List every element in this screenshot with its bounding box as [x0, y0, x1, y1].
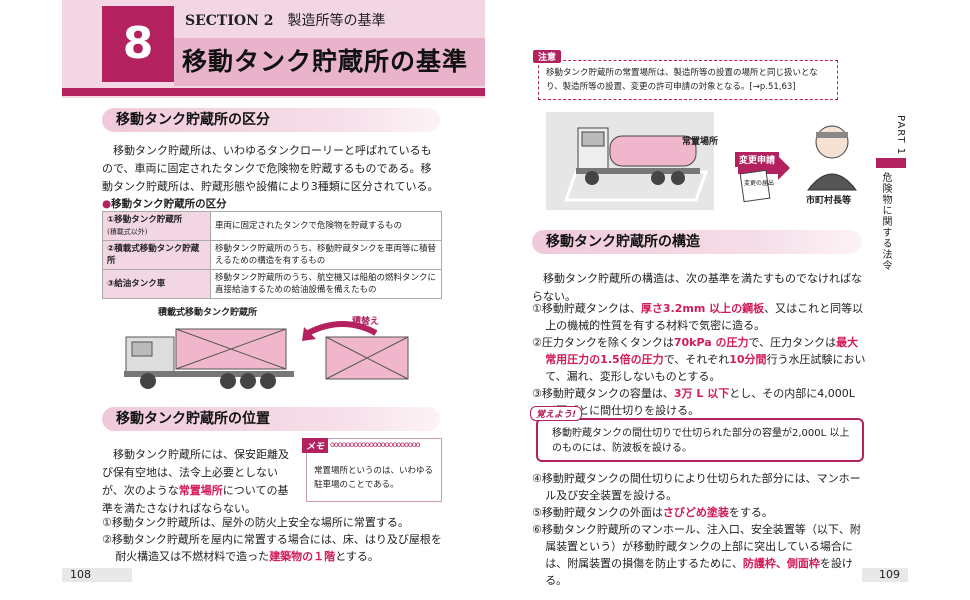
- section-code: SECTION 2: [185, 13, 274, 29]
- heading-position: 移動タンク貯蔵所の位置: [102, 407, 440, 431]
- note-text: 移動タンク貯蔵所の常置場所は、製造所等の設置の場所と同じ扱いとなり、製造所等の設…: [546, 68, 818, 92]
- table-row: ①移動タンク貯蔵所(積載式以外) 車両に固定されたタンクで危険物を貯蔵するもの: [102, 211, 442, 241]
- section-title: 製造所等の基準: [287, 13, 386, 29]
- section-label: SECTION 2 製造所等の基準: [185, 10, 386, 30]
- table-row: ②積載式移動タンク貯蔵所 移動タンク貯蔵所のうち、移動貯蔵タンクを車両等に積替え…: [102, 240, 442, 270]
- page-number-right: 109: [862, 568, 908, 582]
- paragraph-structure: 移動タンク貯蔵所の構造は、次の基準を満たすものでなければならない。: [532, 272, 862, 303]
- memo-spiral-icon: ooooooooooooooooooooooo: [330, 440, 421, 449]
- list-item: ⑤移動貯蔵タンクの外面はさびどめ塗装をする。: [532, 506, 773, 519]
- memo-box: [306, 438, 442, 502]
- list-item: ②圧力タンクを除くタンクは70kPa の圧力で、圧力タンクは最大常用圧力の1.5…: [532, 336, 866, 383]
- part-bar: [876, 158, 906, 168]
- label-parking-place: 常置場所: [682, 137, 719, 147]
- table-row: ③給油タンク車 移動タンク貯蔵所のうち、航空機又は船舶の燃料タンクに直接給油する…: [102, 269, 442, 299]
- position-list: ①移動タンク貯蔵所は、屋外の防火上安全な場所に常置する。 ②移動タンク貯蔵所を屋…: [102, 514, 446, 565]
- page-number-left: 108: [62, 568, 132, 582]
- list-item: ①移動タンク貯蔵所は、屋外の防火上安全な場所に常置する。: [102, 516, 409, 529]
- structure-list-a: ①移動貯蔵タンクは、厚さ3.2mm 以上の鋼板、又はこれと同等以上の機械的性質を…: [532, 300, 868, 419]
- table-heading: ●移動タンク貯蔵所の区分: [102, 198, 227, 210]
- note-box: [538, 60, 838, 100]
- heading-structure: 移動タンク貯蔵所の構造: [532, 230, 862, 254]
- list-item: ①移動貯蔵タンクは、厚さ3.2mm 以上の鋼板、又はこれと同等以上の機械的性質を…: [532, 302, 864, 332]
- label-mayor: 市町村長等: [806, 196, 852, 206]
- list-item: ④移動貯蔵タンクの間仕切りにより仕切られた部分には、マンホール及び安全装置を設け…: [532, 472, 861, 502]
- list-item: ③移動貯蔵タンクの容量は、3万 L 以下とし、その内部に4,000L 以下ごとに…: [532, 387, 855, 417]
- list-item: ⑥移動タンク貯蔵所のマンホール、注入口、安全装置等（以下、附属装置という）が移動…: [532, 523, 861, 587]
- remember-tag: 覚えよう!: [530, 406, 583, 421]
- chapter-title: 移動タンク貯蔵所の基準: [182, 47, 469, 76]
- label-form: 変更の届出: [744, 180, 775, 187]
- memo-tag: メモ: [302, 438, 329, 453]
- paragraph-classification: 移動タンク貯蔵所は、いわゆるタンクローリーと呼ばれているもので、車両に固定された…: [102, 144, 439, 193]
- heading-classification: 移動タンク貯蔵所の区分: [102, 108, 440, 132]
- list-item: ②移動タンク貯蔵所を屋内に常置する場合には、床、はり及び屋根を耐火構造又は不燃材…: [102, 533, 442, 563]
- note-tag: 注意: [533, 50, 562, 63]
- structure-list-b: ④移動貯蔵タンクの間仕切りにより仕切られた部分には、マンホール及び安全装置を設け…: [532, 470, 868, 589]
- chapter-number: 8: [102, 6, 174, 82]
- figure-caption-transfer: 積替え: [352, 317, 380, 327]
- figure-caption-loaded-tank: 積載式移動タンク貯蔵所: [158, 308, 258, 318]
- paragraph-position: 移動タンク貯蔵所には、保安距離及び保有空地は、法令上必要としないが、次のような常…: [102, 448, 289, 515]
- parking-illustration: [546, 112, 858, 210]
- remember-box: [536, 418, 864, 462]
- remember-text: 移動貯蔵タンクの間仕切りで仕切られた部分の容量が2,000L 以上のものには、防…: [552, 428, 850, 454]
- part-title: 危険物に関する法令: [880, 172, 891, 271]
- part-label: PART 1: [895, 115, 906, 156]
- tank-truck-illustration: [124, 321, 409, 389]
- header-rule: [62, 88, 485, 96]
- memo-text: 常置場所というのは、いわゆる駐車場のことである。: [314, 466, 434, 490]
- label-change-request: 変更申請: [735, 152, 780, 167]
- chapter-title-band: [174, 38, 485, 86]
- classification-table: ①移動タンク貯蔵所(積載式以外) 車両に固定されたタンクで危険物を貯蔵するもの …: [102, 211, 442, 299]
